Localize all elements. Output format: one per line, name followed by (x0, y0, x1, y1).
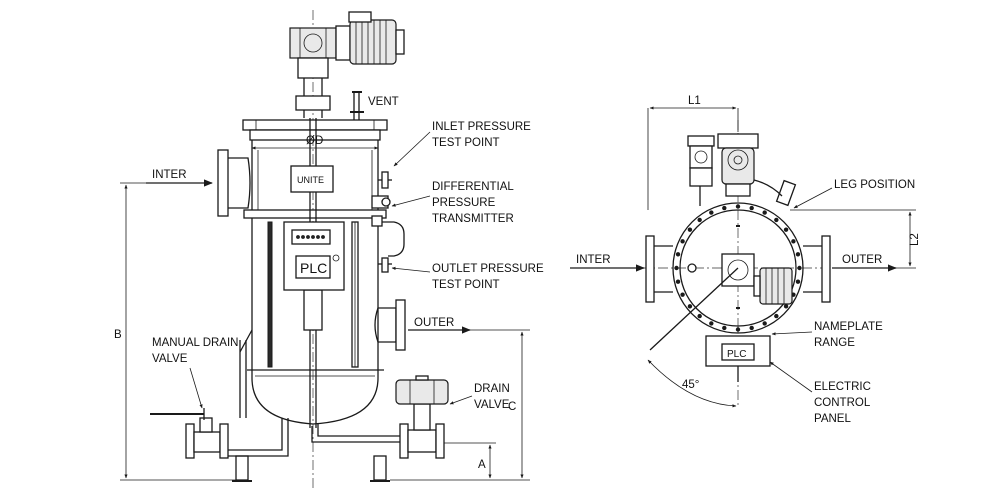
l1-label: L1 (688, 95, 701, 107)
drain-valve-label-1: DRAIN (474, 383, 510, 395)
plc-control-panel (283, 221, 345, 291)
bolt-hole (680, 239, 685, 244)
diff-pressure-label-2: PRESSURE (432, 197, 496, 209)
side-elevation-view: VENT ØD (114, 10, 544, 488)
filter-vessel-body (243, 118, 387, 428)
dimension-a-label: A (478, 459, 486, 471)
manual-drain-label-2: VALVE (152, 353, 188, 365)
bolt-hole (722, 325, 727, 331)
bolt-hole (762, 321, 767, 326)
plc-label-top: PLC (727, 349, 746, 360)
inlet-nozzle (217, 149, 251, 217)
bolt-hole (697, 313, 702, 319)
dimension-c-label: C (508, 401, 516, 413)
support-legs (232, 329, 390, 482)
bolt-hole (749, 205, 754, 211)
bolt-hole (735, 204, 741, 209)
bolt-hole (795, 252, 801, 257)
leg-position-label: LEG POSITION (834, 179, 915, 191)
flange-bolt-circle (674, 204, 802, 332)
inlet-pressure-label-2: TEST POINT (432, 137, 500, 149)
electric-panel-label-3: PANEL (814, 413, 851, 425)
inter-label-top: INTER (576, 254, 611, 266)
bolt-hole (762, 210, 767, 215)
nameplate-label-1: NAMEPLATE (814, 321, 883, 333)
diameter-label: ØD (306, 135, 323, 147)
top-plan-view: L1 (570, 95, 921, 425)
dimension-b-label: B (114, 329, 122, 341)
top-flange (672, 202, 804, 334)
plan-center-gearbox (687, 253, 793, 305)
inter-label-side: INTER (152, 169, 187, 181)
unite-box (290, 165, 334, 193)
bolt-hole (687, 227, 693, 232)
bolt-hole (674, 265, 679, 271)
l2-label: L2 (909, 233, 921, 246)
diff-pressure-label-1: DIFFERENTIAL (432, 181, 514, 193)
electric-panel-label-2: CONTROL (814, 397, 871, 409)
plan-sensor (753, 179, 797, 207)
outlet-pressure-label-2: TEST POINT (432, 279, 500, 291)
nameplate-label-2: RANGE (814, 337, 855, 349)
top-cover-flange (242, 119, 388, 141)
bolt-hole (795, 279, 801, 284)
outlet-nozzle (374, 299, 406, 351)
drive-motor-assembly (289, 11, 405, 118)
pressure-instrumentation (371, 171, 405, 273)
unite-label: UNITE (297, 175, 324, 185)
vent-pipe (350, 91, 364, 120)
bolt-hole (783, 227, 789, 232)
bolt-hole (797, 265, 802, 271)
bolt-hole (709, 210, 714, 215)
angle-label: 45° (682, 379, 699, 391)
bolt-hole (791, 239, 796, 244)
manual-drain-label-1: MANUAL DRAIN (152, 337, 238, 349)
bolt-hole (749, 325, 754, 331)
bolt-hole (675, 279, 681, 284)
outer-label-top: OUTER (842, 254, 882, 266)
plan-nozzles (645, 235, 831, 303)
vent-label: VENT (368, 96, 399, 108)
bolt-hole (675, 252, 681, 257)
outlet-pressure-label-1: OUTLET PRESSURE (432, 263, 544, 275)
bolt-hole (783, 304, 789, 309)
drain-valve-label-2: VALVE (474, 399, 510, 411)
plan-motor (687, 133, 759, 206)
plc-label-side: PLC (300, 260, 327, 276)
bolt-hole (722, 205, 727, 211)
bolt-hole (709, 321, 714, 326)
bolt-hole (774, 217, 779, 223)
bolt-hole (687, 304, 693, 309)
bolt-hole (680, 292, 685, 297)
outer-label-side: OUTER (414, 317, 454, 329)
diff-pressure-label-3: TRANSMITTER (432, 213, 514, 225)
bolt-hole (774, 313, 779, 319)
bolt-hole (735, 327, 741, 332)
electric-panel-label-1: ELECTRIC (814, 381, 871, 393)
drain-piping (150, 375, 449, 459)
bolt-hole (697, 217, 702, 223)
inlet-pressure-label-1: INLET PRESSURE (432, 121, 531, 133)
